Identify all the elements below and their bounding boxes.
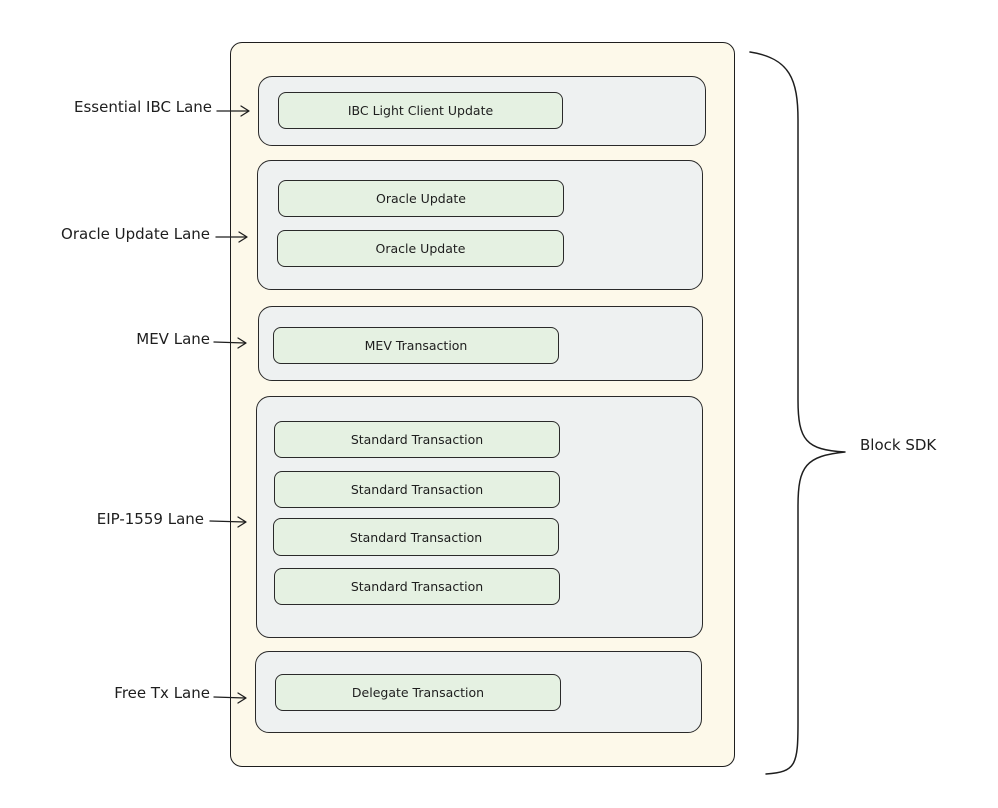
transaction-box: Oracle Update (277, 230, 564, 267)
lane-label-mev: MEV Lane (136, 330, 210, 348)
transaction-box: MEV Transaction (273, 327, 559, 364)
transaction-box: Oracle Update (278, 180, 564, 217)
lane-label-essential-ibc: Essential IBC Lane (74, 98, 212, 116)
lane-label-eip-1559: EIP-1559 Lane (96, 510, 204, 528)
transaction-box: Standard Transaction (274, 471, 560, 508)
lane-label-oracle-update: Oracle Update Lane (61, 225, 210, 243)
transaction-box: Standard Transaction (274, 568, 560, 605)
block-sdk-label: Block SDK (860, 436, 937, 454)
transaction-box: Delegate Transaction (275, 674, 561, 711)
lane-label-free-tx: Free Tx Lane (114, 684, 210, 702)
transaction-box: Standard Transaction (273, 518, 559, 556)
transaction-box: IBC Light Client Update (278, 92, 563, 129)
transaction-box: Standard Transaction (274, 421, 560, 458)
curly-brace (749, 51, 846, 775)
